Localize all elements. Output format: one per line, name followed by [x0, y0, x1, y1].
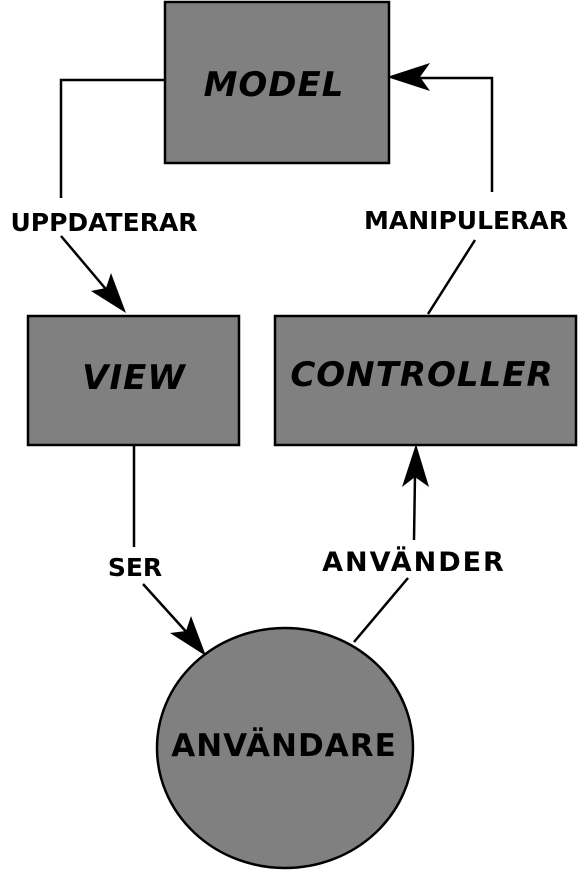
edge-user-to-controller-line	[353, 577, 409, 643]
controller-box	[273, 314, 578, 447]
edge-label-anvander: ANVÄNDER	[322, 546, 506, 578]
controller-label: CONTROLLER	[290, 355, 553, 395]
edge-view-to-user-line-lower	[142, 583, 191, 637]
edge-model-to-view-arrowhead	[91, 273, 126, 313]
model-label: MODEL	[204, 65, 345, 105]
edge-controller-to-model-line-lower	[426, 239, 477, 315]
edge-user-to-controller-arrowhead	[402, 444, 429, 487]
user-label: ANVÄNDARE	[171, 728, 397, 764]
edge-model-to-view-line-lower	[60, 235, 111, 295]
edge-view-to-user-arrowhead	[170, 616, 206, 656]
edge-user-to-controller-line-upper	[412, 474, 417, 541]
view-label: VIEW	[82, 358, 186, 398]
edge-model-to-view-line	[59, 78, 165, 198]
edge-label-ser: SER	[108, 553, 162, 582]
view-box	[26, 314, 241, 447]
edge-controller-to-model-arrowhead	[387, 63, 430, 91]
model-box	[163, 0, 391, 165]
user-circle	[155, 626, 415, 870]
edge-label-manipulerar: MANIPULERAR	[364, 206, 568, 235]
edge-label-uppdaterar: UPPDATERAR	[10, 208, 197, 237]
edge-controller-to-model-line	[405, 76, 494, 192]
